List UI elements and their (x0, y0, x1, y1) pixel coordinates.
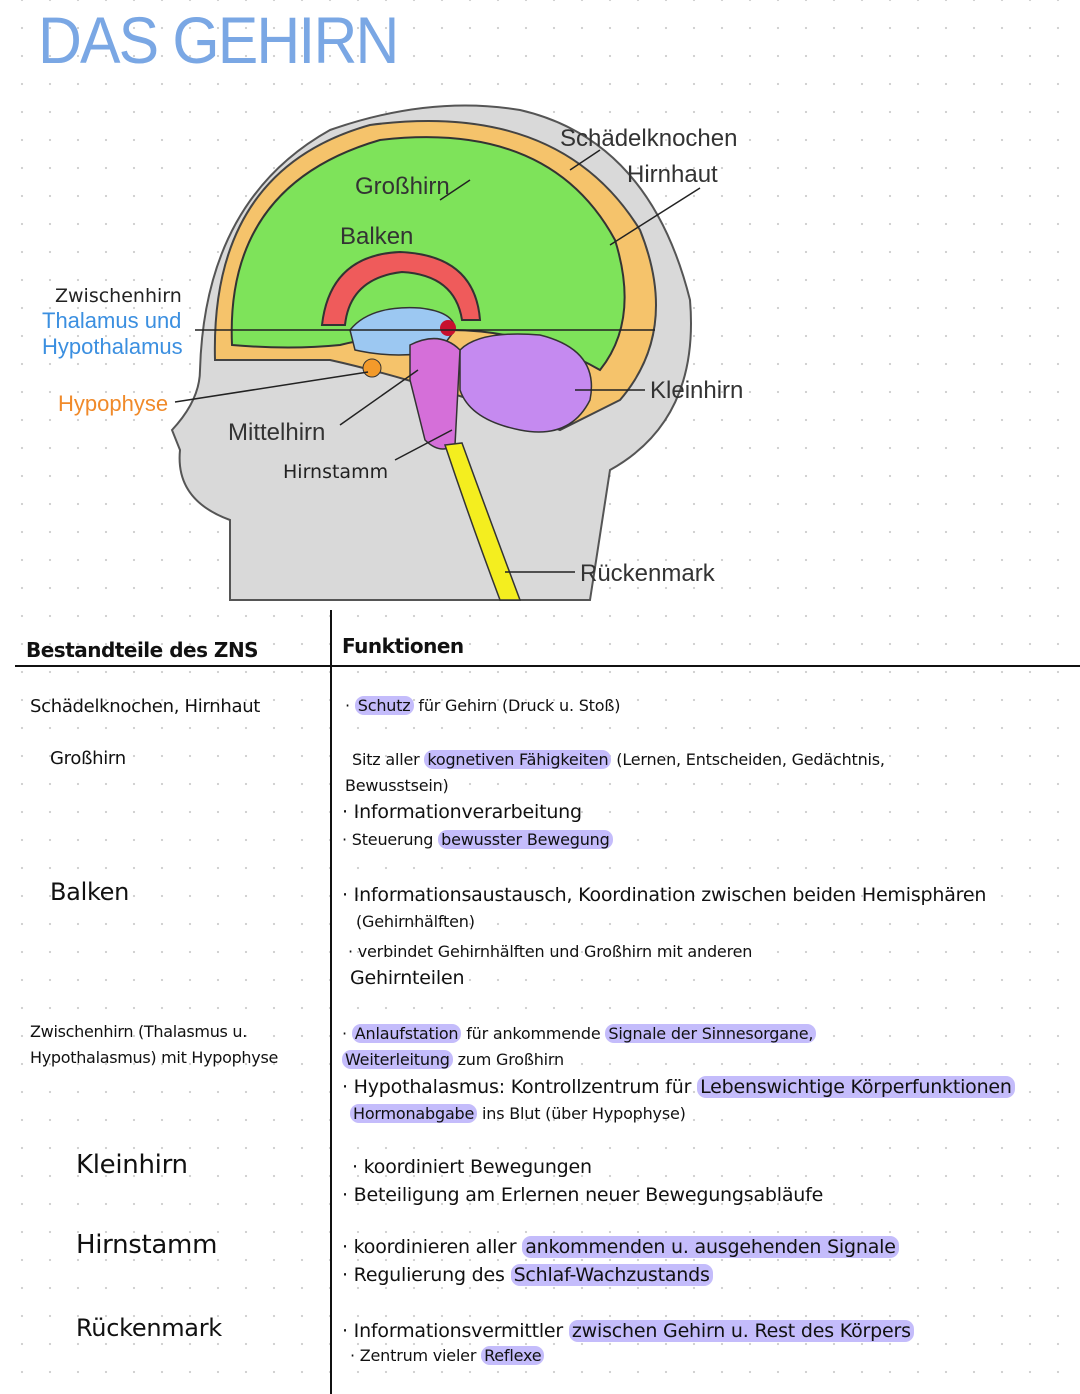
label-spinal: Rückenmark (580, 560, 716, 587)
table-row-part: Hirnstamm (76, 1230, 218, 1260)
highlighted-text: Anlaufstation (351, 1024, 462, 1043)
highlighted-text: ankommenden u. ausgehenden Signale (522, 1236, 899, 1258)
function-line: · Anlaufstation für ankommende Signale d… (342, 1024, 817, 1043)
function-text: (Gehirnhälften) (356, 912, 475, 931)
table-row-part: Hypothalasmus) mit Hypophyse (30, 1048, 279, 1067)
highlighted-text: Schutz (354, 696, 414, 715)
function-text: · Regulierung des (342, 1264, 511, 1286)
function-line: Bewusstsein) (345, 776, 449, 795)
function-text: · Informationsvermittler (342, 1320, 569, 1342)
label-brainstem: Hirnstamm (283, 461, 388, 483)
function-line: Sitz aller kognetiven Fähigkeiten (Lerne… (352, 750, 885, 769)
highlighted-text: zwischen Gehirn u. Rest des Körpers (568, 1320, 914, 1342)
function-text: · Informationsaustausch, Koordination zw… (342, 884, 987, 906)
function-line: · Regulierung des Schlaf-Wachzustands (342, 1264, 713, 1286)
function-text: Bewusstsein) (345, 776, 449, 795)
table-row-part: Kleinhirn (76, 1150, 188, 1180)
label-cerebrum: Großhirn (355, 173, 450, 200)
cerebellum (459, 333, 593, 433)
function-line: (Gehirnhälften) (356, 912, 475, 931)
function-line: · Steuerung bewusster Bewegung (342, 830, 613, 849)
function-line: · Beteiligung am Erlernen neuer Bewegung… (342, 1184, 823, 1206)
brain-diagram: Schädelknochen Hirnhaut Großhirn Balken … (42, 104, 743, 601)
label-midbrain: Mittelhirn (228, 419, 325, 446)
function-text: · Zentrum vieler (350, 1346, 482, 1365)
pituitary (362, 358, 382, 378)
function-text: · Steuerung (342, 830, 439, 849)
function-text: · Beteiligung am Erlernen neuer Bewegung… (342, 1184, 824, 1206)
highlighted-text: Weiterleitung (342, 1050, 453, 1069)
function-text: (Lernen, Entscheiden, Gedächtnis, (611, 750, 885, 769)
table-row-part: Zwischenhirn (Thalasmus u. (30, 1022, 247, 1041)
highlighted-text: bewusster Bewegung (438, 830, 613, 849)
header-functions: Funktionen (342, 634, 464, 658)
function-line: · Hypothalasmus: Kontrollzentrum für Leb… (342, 1076, 1015, 1098)
function-line: · Informationsvermittler zwischen Gehirn… (342, 1320, 914, 1342)
function-text: · Informationverarbeitung (342, 801, 582, 823)
function-text: für ankommende (461, 1024, 606, 1043)
pineal (440, 320, 456, 336)
function-line: · Zentrum vieler Reflexe (350, 1346, 545, 1365)
table-row-part: Rückenmark (76, 1314, 222, 1342)
label-hypothalamus: Hypothalamus (42, 334, 183, 359)
function-text: · (342, 1024, 352, 1043)
function-text: für Gehirn (Druck u. Stoß) (413, 696, 621, 715)
function-text: Sitz aller (352, 750, 425, 769)
label-corpus: Balken (340, 223, 413, 250)
highlighted-text: Hormonabgabe (350, 1104, 478, 1123)
header-parts: Bestandteile des ZNS (26, 638, 259, 662)
label-skull: Schädelknochen (560, 125, 737, 152)
page-title: DAS GEHIRN (38, 3, 399, 77)
function-text: Gehirnteilen (350, 967, 465, 989)
function-line: Gehirnteilen (350, 967, 464, 989)
function-line: · Informationsaustausch, Koordination zw… (342, 884, 986, 906)
highlighted-text: Lebenswichtige Körperfunktionen (697, 1076, 1015, 1098)
function-text: · koordinieren aller (342, 1236, 523, 1258)
function-line: · verbindet Gehirnhälften und Großhirn m… (348, 942, 752, 961)
table-divider-vertical (330, 610, 332, 1394)
function-line: · Schutz für Gehirn (Druck u. Stoß) (345, 696, 620, 715)
function-text: zum Großhirn (452, 1050, 565, 1069)
highlighted-text: Signale der Sinnesorgane, (605, 1024, 817, 1043)
highlighted-text: Schlaf-Wachzustands (510, 1264, 713, 1286)
label-pituitary: Hypophyse (58, 391, 168, 416)
table-row-part: Schädelknochen, Hirnhaut (30, 696, 261, 717)
label-meninges: Hirnhaut (627, 161, 718, 188)
function-text: · (345, 696, 355, 715)
label-thalamus: Thalamus und (42, 308, 181, 333)
spinal-cord (443, 442, 522, 601)
table-row-part: Großhirn (50, 748, 126, 769)
label-cerebellum: Kleinhirn (650, 377, 743, 404)
function-line: · Informationverarbeitung (342, 801, 582, 823)
table-divider-horizontal (15, 665, 1080, 667)
function-text: · verbindet Gehirnhälften und Großhirn m… (348, 942, 753, 961)
label-diencephalon: Zwischenhirn (55, 285, 182, 307)
corpus-callosum (320, 250, 482, 326)
function-line: · koordiniert Bewegungen (352, 1156, 592, 1178)
highlighted-text: Reflexe (481, 1346, 545, 1365)
highlighted-text: kognetiven Fähigkeiten (424, 750, 612, 769)
function-text: · Hypothalasmus: Kontrollzentrum für (342, 1076, 698, 1098)
function-line: Hormonabgabe ins Blut (über Hypophyse) (350, 1104, 686, 1123)
function-text: · koordiniert Bewegungen (352, 1156, 592, 1178)
function-line: Weiterleitung zum Großhirn (342, 1050, 564, 1069)
function-text: ins Blut (über Hypophyse) (477, 1104, 686, 1123)
table-row-part: Balken (50, 878, 130, 906)
function-line: · koordinieren aller ankommenden u. ausg… (342, 1236, 899, 1258)
